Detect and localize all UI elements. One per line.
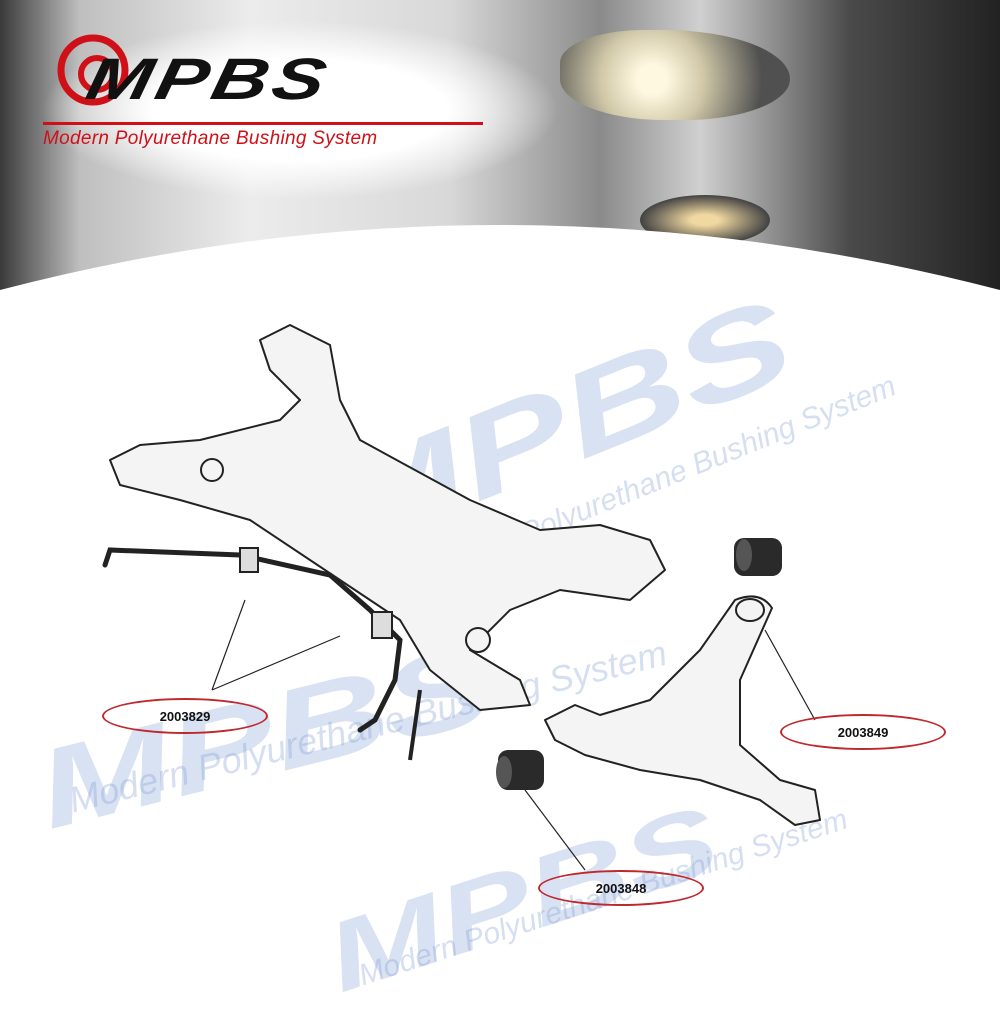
bushing-2003849-image bbox=[734, 538, 782, 576]
subframe-mount bbox=[465, 627, 491, 653]
subframe-drawing bbox=[109, 324, 666, 711]
part-label-2003829[interactable]: 2003829 bbox=[102, 698, 268, 734]
control-arm-drawing bbox=[544, 595, 821, 826]
part-label-2003848[interactable]: 2003848 bbox=[538, 870, 704, 906]
stabilizer-link-drawing bbox=[408, 689, 422, 761]
bushing-2003848-image bbox=[496, 750, 544, 790]
stabilizer-bushing bbox=[371, 611, 393, 639]
logo-tagline: Modern Polyurethane Bushing System bbox=[43, 128, 378, 149]
part-label-2003849[interactable]: 2003849 bbox=[780, 714, 946, 750]
control-arm-bushing-seat bbox=[735, 598, 765, 622]
car-headlight bbox=[560, 30, 790, 120]
subframe-mount bbox=[200, 458, 224, 482]
logo-target-icon bbox=[57, 34, 129, 106]
leader-lines bbox=[211, 599, 816, 871]
stabilizer-bushing bbox=[239, 547, 259, 573]
logo-divider bbox=[43, 122, 483, 125]
stabilizer-bar-drawing bbox=[102, 547, 403, 733]
banner-glow bbox=[40, 20, 560, 200]
